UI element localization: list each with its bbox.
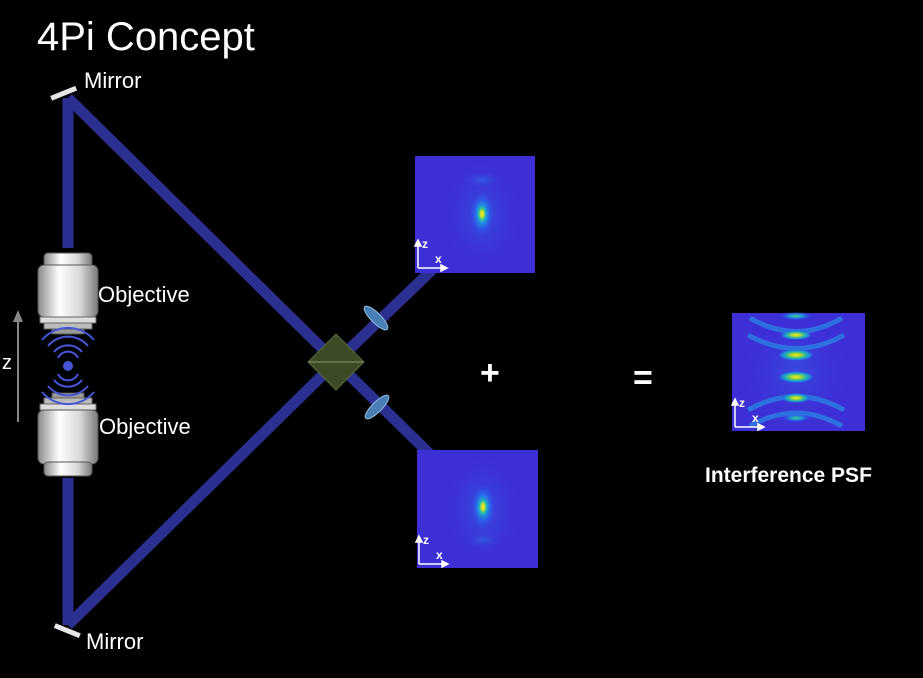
psf-bottom-axis-x: x bbox=[436, 548, 443, 562]
beam-splitter bbox=[307, 333, 365, 391]
page-title: 4Pi Concept bbox=[37, 15, 255, 59]
objective-top bbox=[37, 252, 99, 335]
result-caption: Interference PSF bbox=[705, 464, 872, 487]
plus-sign: + bbox=[480, 354, 500, 392]
psf-top-axis-z: z bbox=[422, 237, 428, 251]
mirror-top-label: Mirror bbox=[84, 68, 141, 93]
beam-top-diagonal bbox=[64, 94, 340, 366]
psf-panel-result: z x bbox=[730, 312, 865, 432]
psf-panel-bottom: z x bbox=[414, 450, 538, 569]
lens-upper bbox=[363, 305, 389, 331]
beam-paths bbox=[62, 94, 444, 629]
mirror-bottom-label: Mirror bbox=[86, 629, 143, 654]
psf-result-axis-z: z bbox=[739, 396, 745, 410]
equals-sign: = bbox=[633, 359, 653, 397]
objective-bottom bbox=[37, 392, 99, 477]
beam-output-lower bbox=[332, 358, 444, 468]
psf-bottom-axis-z: z bbox=[423, 533, 429, 547]
wavefront-icon bbox=[41, 326, 95, 406]
beam-bottom-diagonal bbox=[64, 358, 340, 629]
mirror-bottom bbox=[53, 623, 81, 639]
psf-top-axis-x: x bbox=[435, 252, 442, 266]
psf-result-axis-x: x bbox=[752, 411, 759, 425]
beam-output-upper bbox=[332, 266, 436, 366]
mirror-top bbox=[50, 85, 78, 101]
psf-panel-top: z x bbox=[413, 156, 535, 273]
objective-top-label: Objective bbox=[98, 282, 190, 307]
lens-lower bbox=[364, 394, 390, 420]
z-axis-arrow bbox=[13, 310, 23, 422]
objective-bottom-label: Objective bbox=[99, 414, 191, 439]
z-axis-label: z bbox=[2, 352, 12, 374]
